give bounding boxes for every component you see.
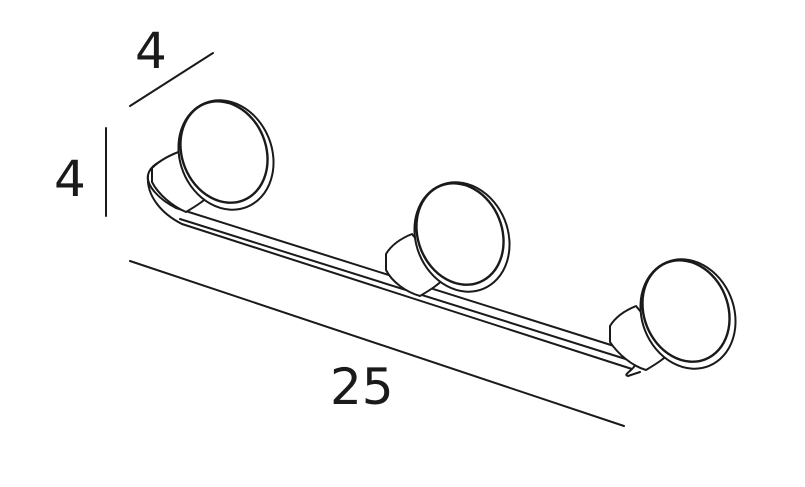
depth-dimension: 4 [129, 22, 214, 107]
length-dimension-label: 25 [330, 358, 394, 416]
hook-left-stem [151, 149, 213, 213]
hook-left-knob-face [179, 100, 269, 204]
hook-right [609, 258, 737, 371]
hook-right-stem [609, 305, 673, 371]
length-dimension: 25 [129, 260, 625, 427]
depth-dimension-line [129, 52, 214, 107]
hook-middle [385, 181, 511, 297]
rail-left-endcap-lower [146, 174, 183, 225]
rail-bottom-edge [181, 223, 633, 370]
hook-right-knob-face [641, 259, 731, 363]
length-dimension-line [129, 260, 625, 427]
height-dimension-label: 4 [54, 150, 86, 208]
hook-middle-stem [385, 233, 447, 297]
hook-middle-knob-face [415, 182, 505, 286]
hook-left [151, 99, 275, 213]
depth-dimension-label: 4 [135, 22, 167, 80]
height-dimension: 4 [54, 127, 107, 217]
